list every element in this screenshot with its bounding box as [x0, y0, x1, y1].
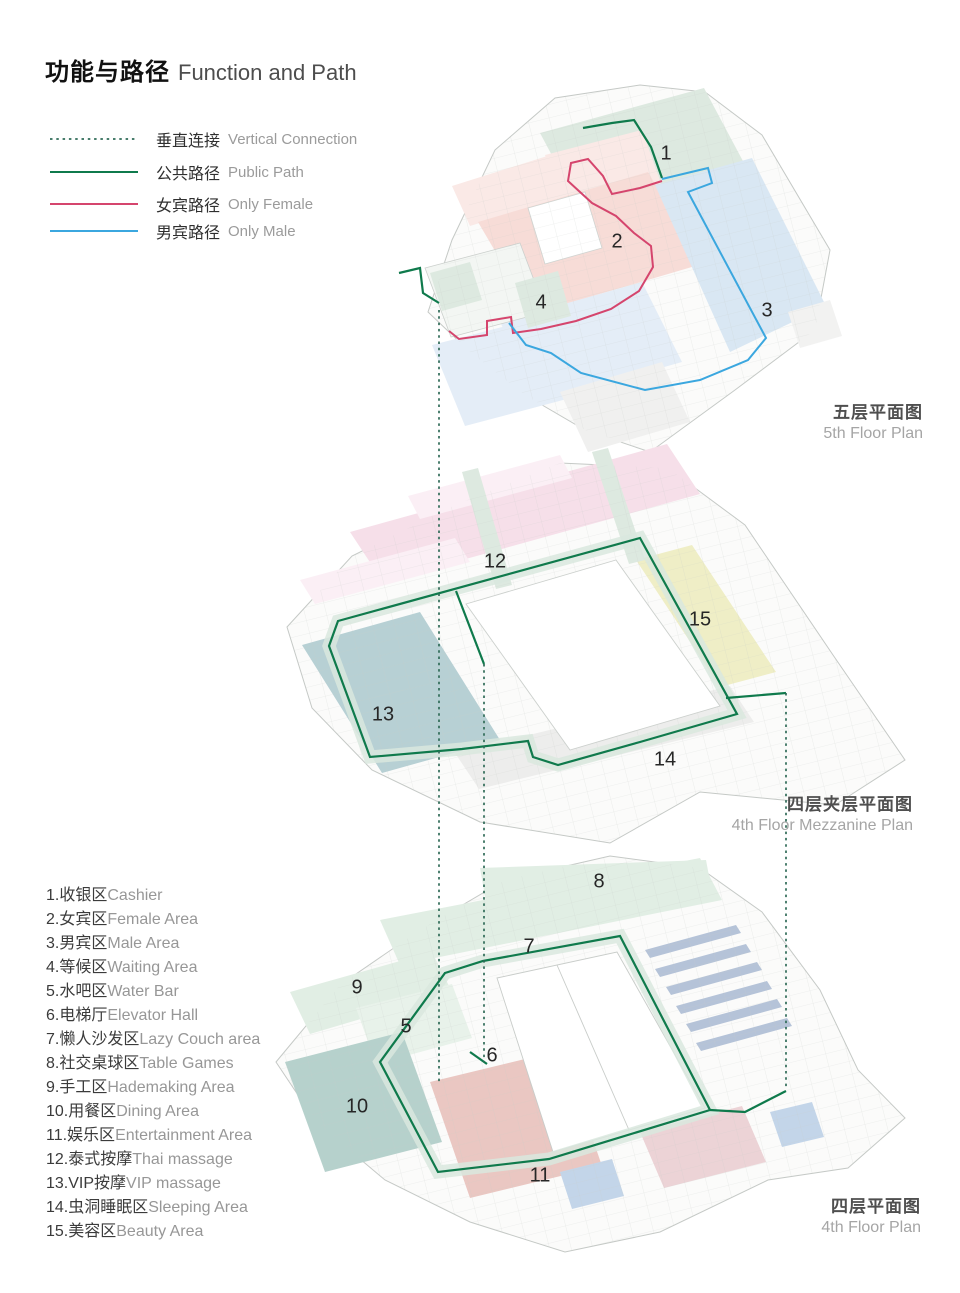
- marker-area-9: 9: [351, 976, 363, 999]
- mezz-thai-upper-zone: [408, 455, 572, 519]
- legend-label-cn: 女宾路径: [156, 198, 221, 215]
- area-list-item: 6.电梯厅Elevator Hall: [46, 1007, 199, 1024]
- floor4-plan: [275, 855, 906, 1253]
- area-list-item: 3.男宾区Male Area: [46, 935, 180, 952]
- area-list-item: 11.娱乐区Entertainment Area: [46, 1127, 253, 1144]
- floor5-rooms-texture: [428, 85, 830, 452]
- legend-line-only-female: [50, 203, 138, 205]
- marker-area-4: 4: [535, 291, 547, 314]
- marker-area-5: 5: [400, 1015, 412, 1038]
- area-list-item: 14.虫洞睡眠区Sleeping Area: [46, 1199, 248, 1216]
- area-list-item: 15.美容区Beauty Area: [46, 1223, 204, 1240]
- mezzanine-plan-label: 四层夹层平面图 4th Floor Mezzanine Plan: [732, 790, 913, 835]
- mezzanine-plan-label-en: 4th Floor Mezzanine Plan: [731, 817, 913, 834]
- mezz-public-spur-stair: [454, 590, 486, 665]
- legend-line-only-male: [50, 230, 138, 232]
- floor4-plan-label-en: 4th Floor Plan: [821, 1219, 921, 1236]
- legend-line-vertical-connection: [50, 138, 138, 140]
- legend-label-cn: 公共路径: [156, 166, 221, 183]
- floor4-plan-label-cn: 四层平面图: [831, 1197, 921, 1216]
- legend-row-public-path: 公共路径 Public Path: [48, 161, 304, 183]
- floor5-plan-label: 五层平面图 5th Floor Plan: [823, 398, 923, 443]
- mezz-courtyard: [465, 559, 721, 751]
- area-list-item: 13.VIP按摩VIP massage: [46, 1175, 221, 1192]
- marker-area-13: 13: [371, 703, 395, 726]
- marker-area-7: 7: [523, 935, 535, 958]
- mezz-public-spur-east: [725, 691, 787, 700]
- floor5-female-route: [448, 157, 663, 341]
- floor4-public-loop: [378, 934, 712, 1174]
- area-list-item: 9.手工区Hademaking Area: [46, 1079, 235, 1096]
- marker-area-1: 1: [660, 142, 672, 165]
- legend-label-en: Vertical Connection: [228, 130, 358, 148]
- marker-area-2: 2: [611, 230, 623, 253]
- floor5-male-route: [508, 166, 768, 392]
- area-list-item: 2.女宾区Female Area: [46, 911, 199, 928]
- marker-area-10: 10: [345, 1095, 369, 1118]
- mezzanine-plan: [286, 444, 906, 844]
- floor5-waiting-public-route: [398, 266, 440, 304]
- floor5-plan-label-cn: 五层平面图: [833, 403, 923, 422]
- mezz-public-loop: [327, 536, 739, 767]
- page-title-en: Function and Path: [178, 60, 357, 85]
- legend-row-vertical-connection: 垂直连接 Vertical Connection: [48, 128, 357, 150]
- area-list-item: 4.等候区Waiting Area: [46, 959, 198, 976]
- area-list-item: 7.懒人沙发区Lazy Couch area: [46, 1031, 261, 1048]
- legend-label-en: Only Male: [228, 222, 296, 240]
- marker-area-14: 14: [653, 748, 677, 771]
- legend-label-cn: 垂直连接: [156, 133, 221, 150]
- floor5-plan-label-en: 5th Floor Plan: [823, 425, 923, 442]
- floor5-plan: [398, 84, 842, 453]
- mezzanine-plan-label-cn: 四层夹层平面图: [787, 795, 913, 814]
- legend-label-cn: 男宾路径: [156, 225, 221, 242]
- area-list-item: 10.用餐区Dining Area: [46, 1103, 199, 1120]
- legend-row-only-male: 男宾路径 Only Male: [48, 220, 296, 242]
- marker-area-6: 6: [486, 1044, 498, 1067]
- area-list-item: 8.社交桌球区Table Games: [46, 1055, 234, 1072]
- marker-area-15: 15: [688, 608, 712, 631]
- area-list-item: 5.水吧区Water Bar: [46, 983, 179, 1000]
- floor5-public-route: [582, 118, 664, 179]
- floor4-courtyard-divider: [556, 964, 630, 1131]
- legend-label-en: Only Female: [228, 195, 314, 213]
- legend-label-en: Public Path: [228, 163, 304, 181]
- area-list-item: 12.泰式按摩Thai massage: [46, 1151, 233, 1168]
- legend-line-public-path: [50, 171, 138, 173]
- page-title: 功能与路径 Function and Path: [45, 52, 357, 87]
- floor4-plan-label: 四层平面图 4th Floor Plan: [821, 1192, 921, 1237]
- marker-area-8: 8: [593, 870, 605, 893]
- area-list-item: 1.收银区Cashier: [46, 887, 163, 904]
- area-legend-list: 1.收银区Cashier 2.女宾区Female Area 3.男宾区Male …: [46, 884, 260, 1244]
- marker-area-3: 3: [761, 299, 773, 322]
- marker-area-11: 11: [529, 1164, 551, 1187]
- page-title-cn: 功能与路径: [45, 59, 170, 86]
- marker-area-12: 12: [483, 550, 507, 573]
- floor4-public-spur-east: [709, 1090, 787, 1114]
- legend-row-only-female: 女宾路径 Only Female: [48, 193, 313, 215]
